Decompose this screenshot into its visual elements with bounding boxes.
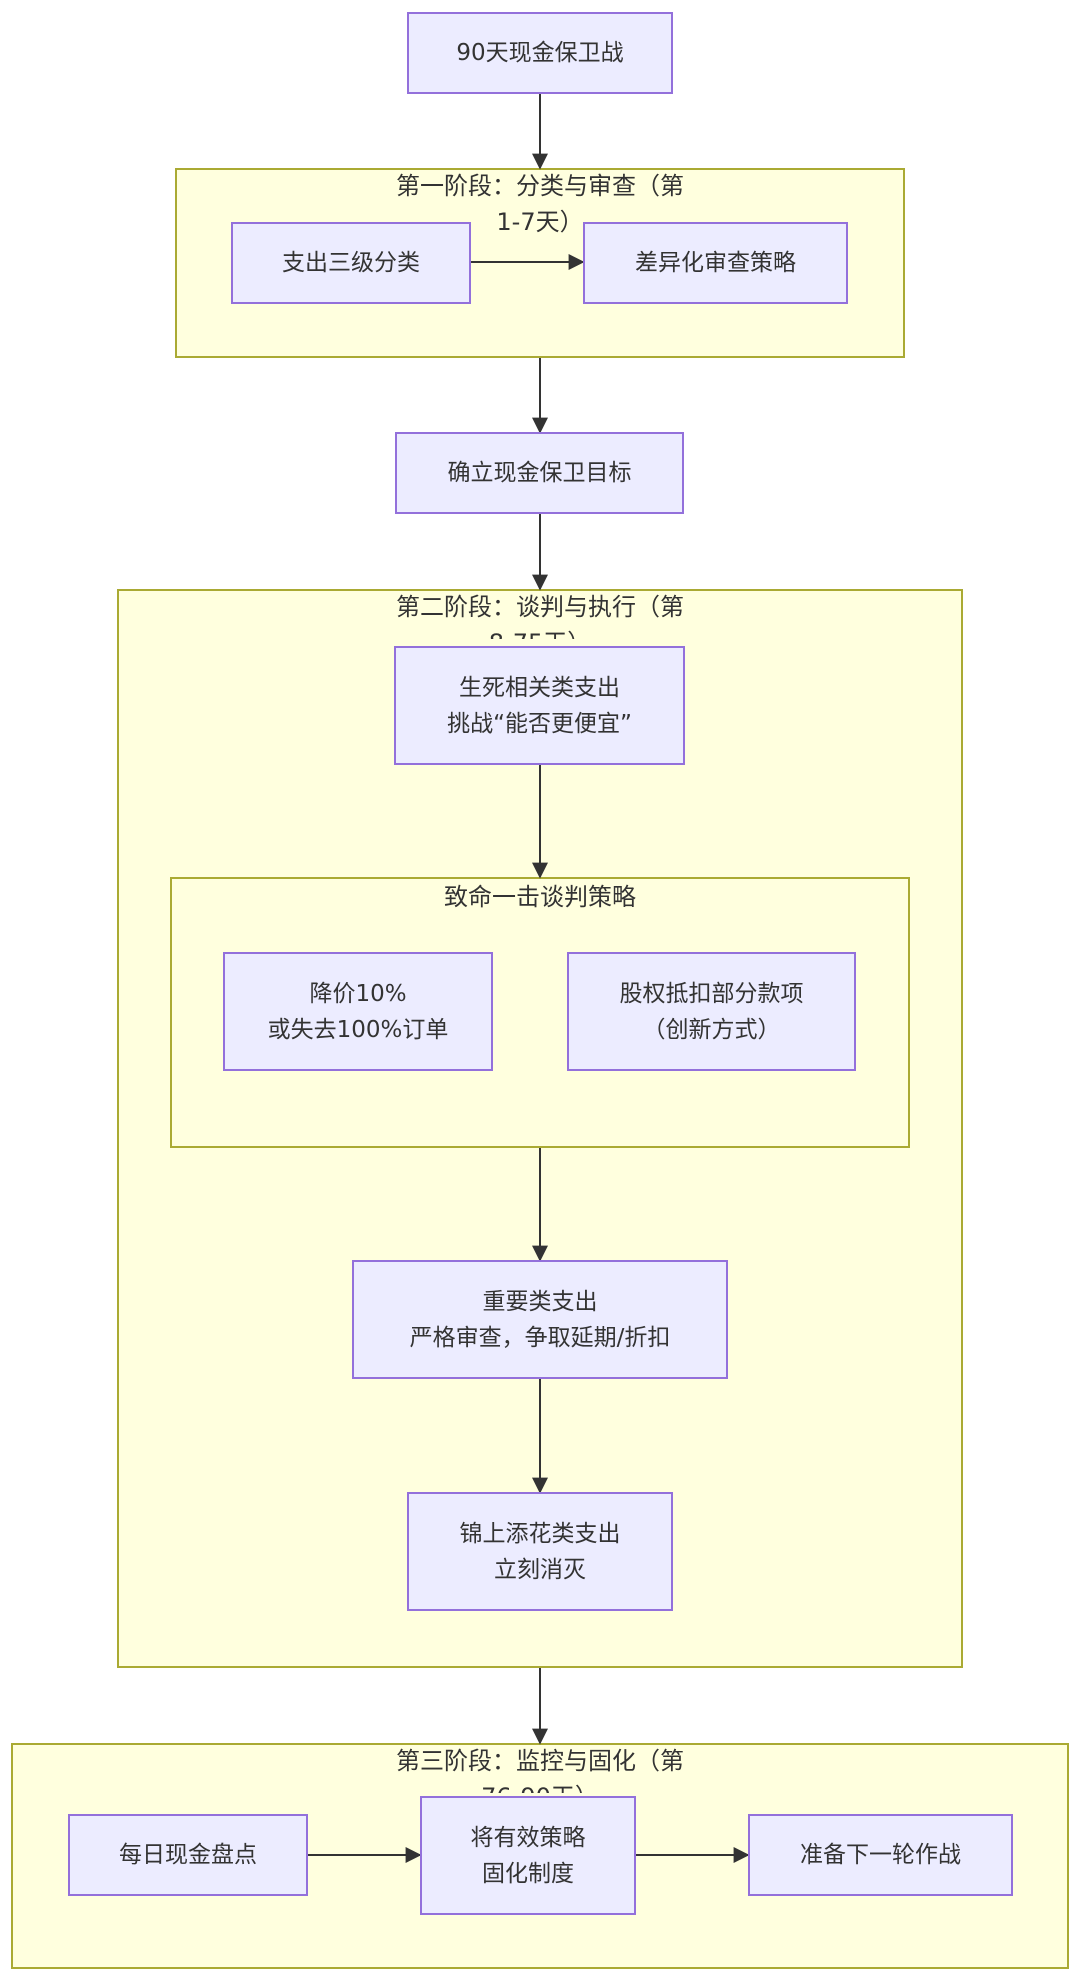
important-line1: 重要类支出	[482, 1288, 598, 1315]
daily-check-label: 每日现金盘点	[119, 1842, 257, 1868]
solidify-line1: 将有效策略	[470, 1824, 586, 1851]
classify-node[interactable]: 支出三级分类	[231, 222, 471, 304]
equity-line2: （创新方式）	[642, 1016, 781, 1043]
phase2-title-line2: 8-75天）	[340, 625, 740, 639]
life-death-node[interactable]: 生死相关类支出 挑战“能否更便宜”	[394, 646, 685, 765]
life-death-line2: 挑战“能否更便宜”	[447, 710, 632, 737]
set-goal-label: 确立现金保卫目标	[447, 460, 632, 486]
start-label: 90天现金保卫战	[456, 40, 624, 66]
next-round-label: 准备下一轮作战	[800, 1842, 961, 1868]
daily-check-node[interactable]: 每日现金盘点	[68, 1814, 308, 1896]
luxury-node[interactable]: 锦上添花类支出 立刻消灭	[407, 1492, 673, 1611]
start-node[interactable]: 90天现金保卫战	[407, 12, 673, 94]
phase2-title: 第二阶段：谈判与执行（第 8-75天）	[340, 589, 740, 639]
equity-line1: 股权抵扣部分款项	[619, 980, 804, 1007]
luxury-line2: 立刻消灭	[494, 1556, 586, 1583]
phase3-title-line1: 第三阶段：监控与固化（第	[396, 1747, 684, 1775]
review-strategy-node[interactable]: 差异化审查策略	[583, 222, 848, 304]
important-node[interactable]: 重要类支出 严格审查，争取延期/折扣	[352, 1260, 728, 1379]
life-death-line1: 生死相关类支出	[459, 674, 620, 701]
phase1-title-line2: 1-7天）	[496, 208, 584, 236]
equity-node[interactable]: 股权抵扣部分款项 （创新方式）	[567, 952, 856, 1071]
next-round-node[interactable]: 准备下一轮作战	[748, 1814, 1013, 1896]
important-line2: 严格审查，争取延期/折扣	[409, 1324, 671, 1351]
luxury-line1: 锦上添花类支出	[459, 1520, 621, 1547]
price-cut-line2: 或失去100%订单	[267, 1016, 449, 1043]
classify-label: 支出三级分类	[282, 250, 420, 276]
review-strategy-label: 差异化审查策略	[635, 250, 796, 276]
phase1-title-line1: 第一阶段：分类与审查（第	[396, 172, 684, 200]
solidify-node[interactable]: 将有效策略 固化制度	[420, 1796, 636, 1915]
phase1-title: 第一阶段：分类与审查（第 1-7天）	[340, 168, 740, 240]
phase2-title-line1: 第二阶段：谈判与执行（第	[396, 593, 684, 621]
price-cut-line1: 降价10%	[309, 980, 407, 1007]
phase3-title-line2: 76-90天）	[340, 1779, 740, 1793]
negotiation-title: 致命一击谈判策略	[444, 883, 636, 911]
solidify-line2: 固化制度	[482, 1860, 574, 1887]
set-goal-node[interactable]: 确立现金保卫目标	[395, 432, 684, 514]
price-cut-node[interactable]: 降价10% 或失去100%订单	[223, 952, 493, 1071]
phase3-title: 第三阶段：监控与固化（第 76-90天）	[340, 1743, 740, 1793]
